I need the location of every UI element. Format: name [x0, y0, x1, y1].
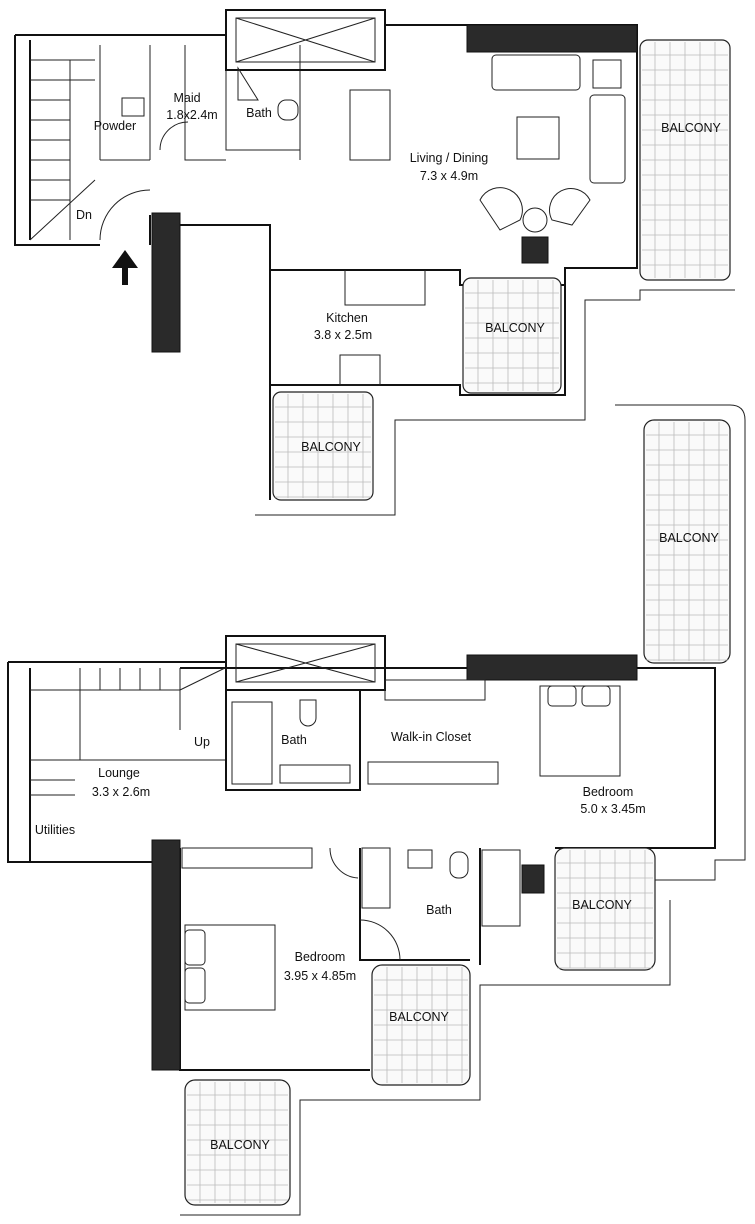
room-label-utilities: Utilities: [35, 823, 75, 837]
upper-level: [14, 9, 735, 516]
entry-arrow-icon: [112, 250, 138, 285]
room-label-bath: Bath: [426, 903, 452, 917]
balcony: [184, 1079, 291, 1206]
furniture: [121, 54, 626, 264]
room-label-maid: Maid: [173, 91, 200, 105]
room-size-master-bedroom: 5.0 x 3.45m: [580, 802, 645, 816]
wardrobe: [367, 761, 499, 785]
furniture: [181, 679, 621, 1011]
room-label-kitchen: Kitchen: [326, 311, 368, 325]
room-size-maid: 1.8x2.4m: [166, 108, 217, 122]
room-size-bedroom: 3.95 x 4.85m: [284, 969, 356, 983]
room-size-living: 7.3 x 4.9m: [420, 169, 478, 183]
room-label-bedroom: Bedroom: [295, 950, 346, 964]
room-size-kitchen: 3.8 x 2.5m: [314, 328, 372, 342]
shower: [481, 849, 521, 927]
balcony-label: BALCONY: [661, 121, 721, 135]
room-size-lounge: 3.3 x 2.6m: [92, 785, 150, 799]
stairs-label-down: Dn: [76, 208, 92, 222]
balcony-label: BALCONY: [389, 1010, 449, 1024]
room-label-bath: Bath: [246, 106, 272, 120]
dining-table: [349, 89, 391, 161]
staircase-down: [29, 59, 96, 241]
sofa: [491, 54, 581, 91]
balcony-label: BALCONY: [572, 898, 632, 912]
structural-wall: [151, 839, 181, 1071]
room-label-closet: Walk-in Closet: [391, 730, 472, 744]
structural-wall: [466, 24, 638, 53]
balcony-label: BALCONY: [301, 440, 361, 454]
balcony-label: BALCONY: [485, 321, 545, 335]
balcony-tile-grid: [187, 42, 728, 1203]
room-label-powder: Powder: [94, 119, 136, 133]
bed: [184, 924, 276, 1011]
shower: [231, 701, 273, 785]
structural-wall: [466, 654, 638, 681]
balcony: [643, 419, 731, 664]
balcony: [462, 277, 562, 394]
coffee-table: [516, 116, 560, 160]
room-label-master-bedroom: Bedroom: [583, 785, 634, 799]
wardrobe: [181, 847, 313, 869]
wardrobe: [361, 847, 391, 909]
room-label-living: Living / Dining: [410, 151, 489, 165]
balcony-label: BALCONY: [659, 531, 719, 545]
staircase-up: [30, 667, 226, 796]
room-label-bath: Bath: [281, 733, 307, 747]
bed: [539, 685, 621, 777]
structural-wall: [151, 212, 181, 353]
balcony-label: BALCONY: [210, 1138, 270, 1152]
ventilation-shaft: [225, 9, 386, 71]
ventilation-shaft: [225, 635, 386, 691]
stairs-label-up: Up: [194, 735, 210, 749]
wardrobe: [384, 679, 486, 701]
room-label-lounge: Lounge: [98, 766, 140, 780]
sofa: [589, 94, 626, 184]
